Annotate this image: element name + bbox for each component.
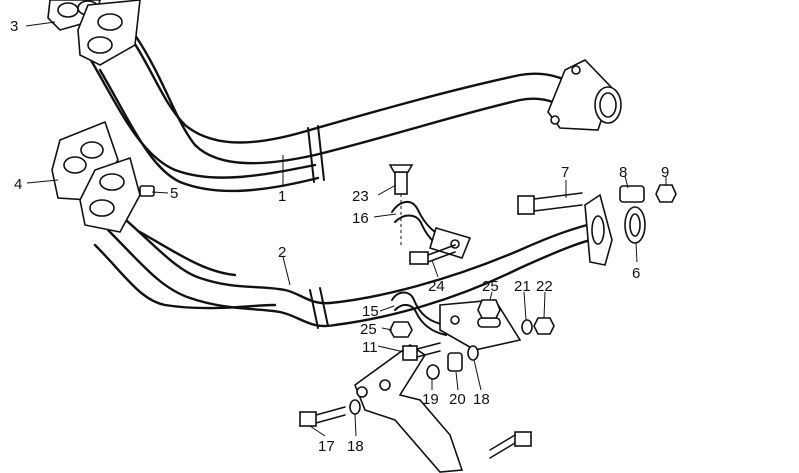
manifold-flange-lower <box>51 120 141 233</box>
bolt-7-assembly <box>517 184 677 244</box>
callout-4: 4 <box>14 176 22 193</box>
callout-20: 20 <box>449 391 466 408</box>
callout-21: 21 <box>514 278 531 295</box>
manifold-flange-upper <box>47 0 141 66</box>
pipe-clamp-upper <box>388 164 472 259</box>
callout-25-right: 25 <box>482 278 499 295</box>
callout-5: 5 <box>170 185 178 202</box>
bolt-24 <box>409 244 456 265</box>
callout-16: 16 <box>352 210 369 227</box>
callout-7: 7 <box>561 164 569 181</box>
callout-23: 23 <box>352 188 369 205</box>
callout-11: 11 <box>362 339 378 356</box>
callouts: 3 4 5 1 2 23 16 7 8 9 6 24 25 21 22 15 2… <box>10 18 669 455</box>
stud-bolt-5 <box>139 185 155 197</box>
callout-18-left: 18 <box>347 438 364 455</box>
callout-22: 22 <box>536 278 553 295</box>
callout-15: 15 <box>362 303 379 320</box>
callout-8: 8 <box>619 164 627 181</box>
front-pipe-upper <box>86 18 622 193</box>
leader-lines <box>25 21 667 437</box>
callout-3: 3 <box>10 18 18 35</box>
callout-1: 1 <box>278 188 286 205</box>
pipe-clamp-lower <box>391 291 447 336</box>
callout-18-right: 18 <box>473 391 490 408</box>
callout-25-left: 25 <box>360 321 377 338</box>
callout-24: 24 <box>428 278 445 295</box>
front-pipe-lower <box>93 193 613 329</box>
callout-9: 9 <box>661 164 669 181</box>
callout-17: 17 <box>318 438 335 455</box>
callout-2: 2 <box>278 244 286 261</box>
small-hardware <box>299 299 555 459</box>
callout-19: 19 <box>422 391 439 408</box>
mounting-bracket <box>354 299 522 473</box>
callout-6: 6 <box>632 265 640 282</box>
